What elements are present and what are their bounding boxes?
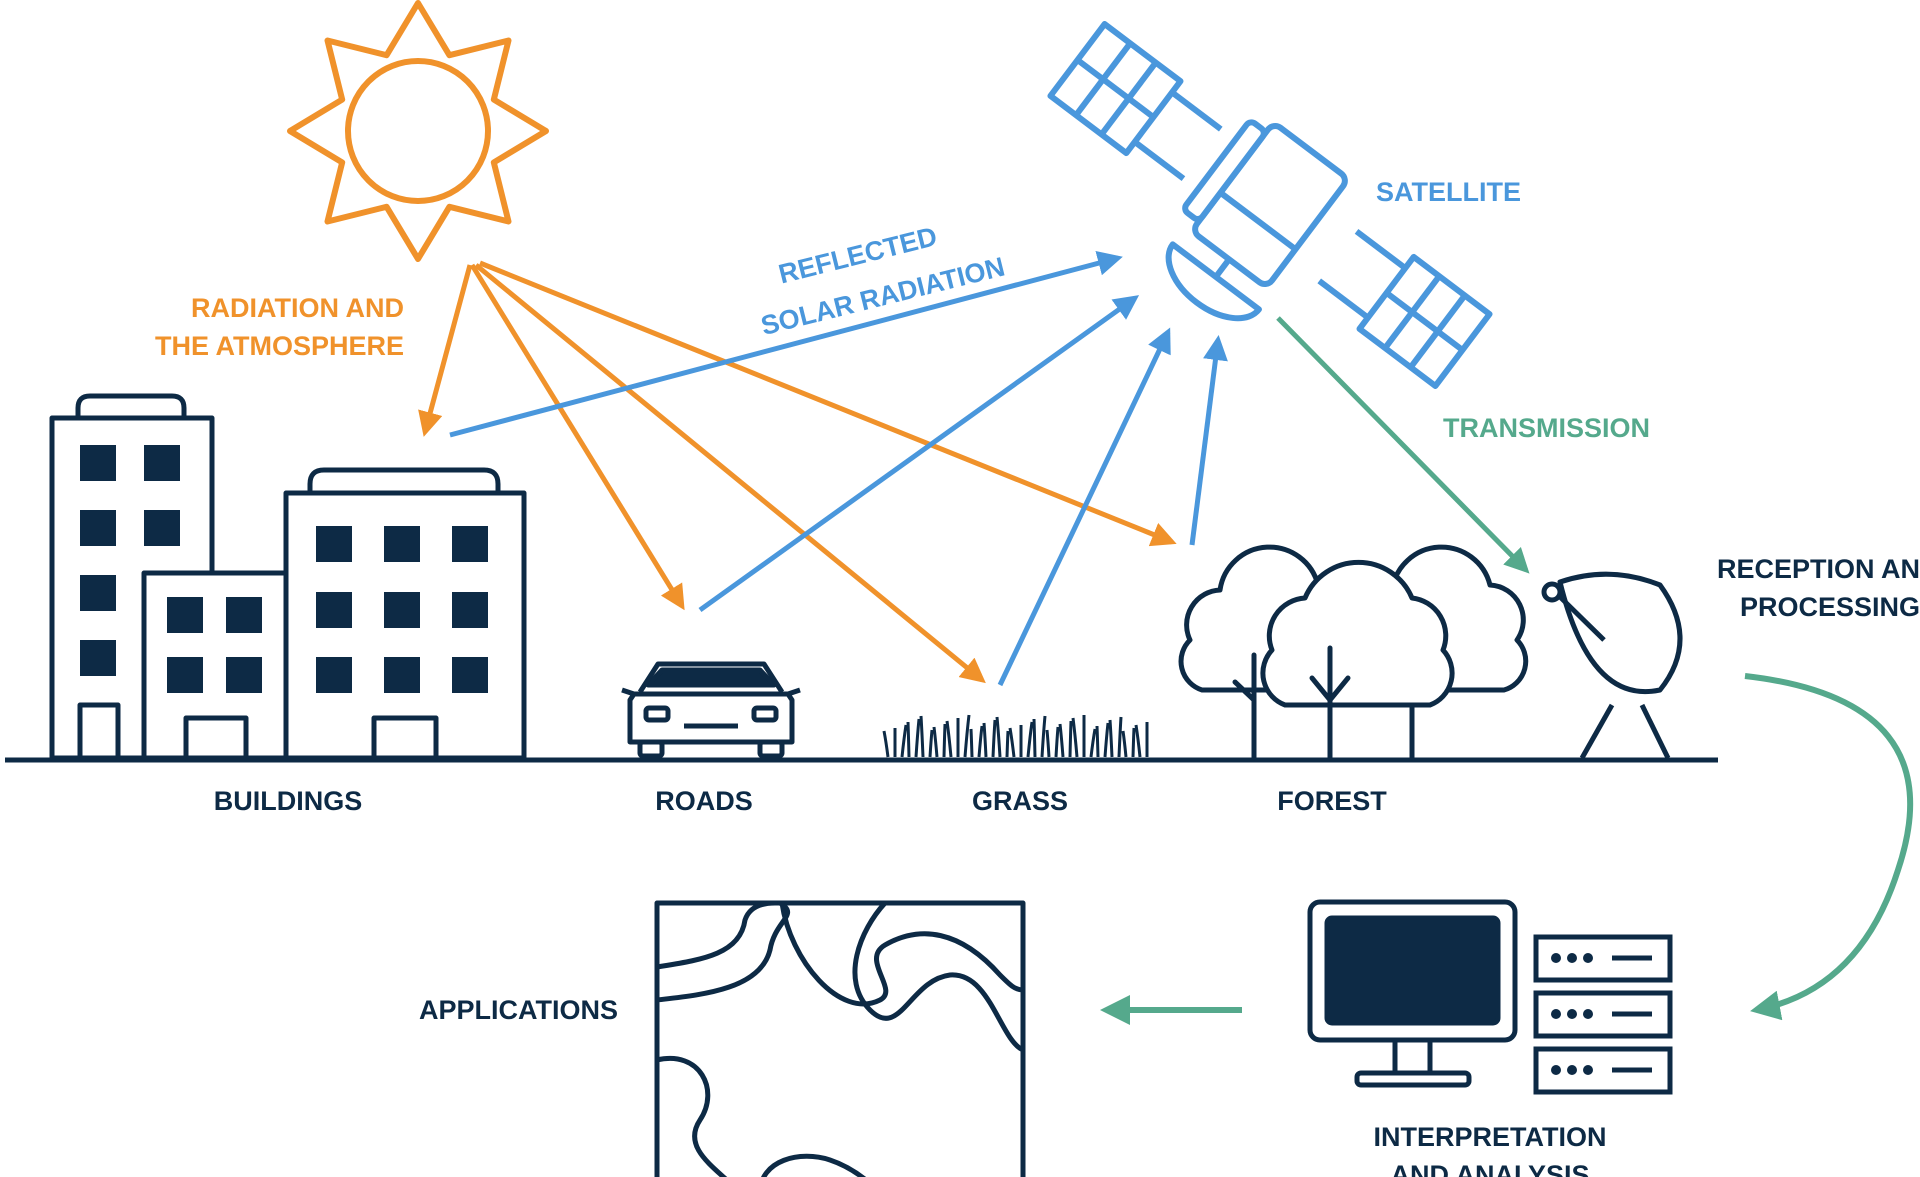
label-radiation-line2: THE ATMOSPHERE	[155, 331, 404, 361]
radiation-arrow-roads	[469, 263, 685, 611]
reflected-radiation-arrows	[449, 251, 1228, 687]
ground-labels: BUILDINGS ROADS GRASS FOREST	[214, 786, 1388, 816]
reflected-arrow-grass	[997, 327, 1171, 687]
label-interpretation-line1: INTERPRETATION	[1374, 1122, 1607, 1152]
computer-icon	[1307, 899, 1518, 1088]
solar-panel-right	[1356, 253, 1493, 389]
transmission-arrow	[1276, 316, 1530, 574]
radiation-arrow-grass	[474, 263, 986, 684]
tree-center	[1260, 559, 1455, 761]
solar-panel-left	[1047, 21, 1184, 157]
label-reception-line1: RECEPTION AN	[1717, 554, 1920, 584]
buildings-icon	[49, 393, 527, 761]
sun-icon	[287, 0, 549, 262]
reflected-arrow-forest	[1189, 335, 1228, 546]
label-roads: ROADS	[655, 786, 753, 816]
grass-icon	[882, 714, 1149, 758]
dish-antenna-icon	[1541, 571, 1683, 760]
reception-to-analysis-arrow	[1744, 673, 1914, 1021]
label-reception-line2: PROCESSING	[1740, 592, 1920, 622]
map-icon	[654, 900, 1026, 1177]
label-forest: FOREST	[1277, 786, 1387, 816]
label-satellite: SATELLITE	[1376, 177, 1521, 207]
label-interpretation-line2: AND ANALYSIS	[1390, 1160, 1589, 1177]
label-transmission: TRANSMISSION	[1443, 413, 1650, 443]
label-radiation-line1: RADIATION AND	[191, 293, 404, 323]
radiation-arrow-forest	[479, 260, 1177, 547]
car-icon	[621, 661, 801, 759]
incoming-radiation-arrows	[418, 260, 1177, 684]
satellite-icon	[1047, 21, 1493, 389]
radiation-arrow-buildings	[418, 264, 473, 437]
server-icon	[1533, 934, 1673, 1095]
label-grass: GRASS	[972, 786, 1068, 816]
label-buildings: BUILDINGS	[214, 786, 363, 816]
reflected-arrow-roads	[698, 295, 1140, 613]
forest-icon	[1178, 544, 1529, 761]
label-reception-processing: RECEPTION AN PROCESSING	[1717, 554, 1920, 622]
label-interpretation-analysis: INTERPRETATION AND ANALYSIS	[1374, 1122, 1607, 1177]
label-applications: APPLICATIONS	[419, 995, 618, 1025]
label-radiation-atmosphere: RADIATION AND THE ATMOSPHERE	[155, 293, 404, 361]
reflected-arrow-buildings	[449, 251, 1123, 438]
label-reflected-solar-radiation: REFLECTED SOLAR RADIATION	[758, 221, 1008, 341]
